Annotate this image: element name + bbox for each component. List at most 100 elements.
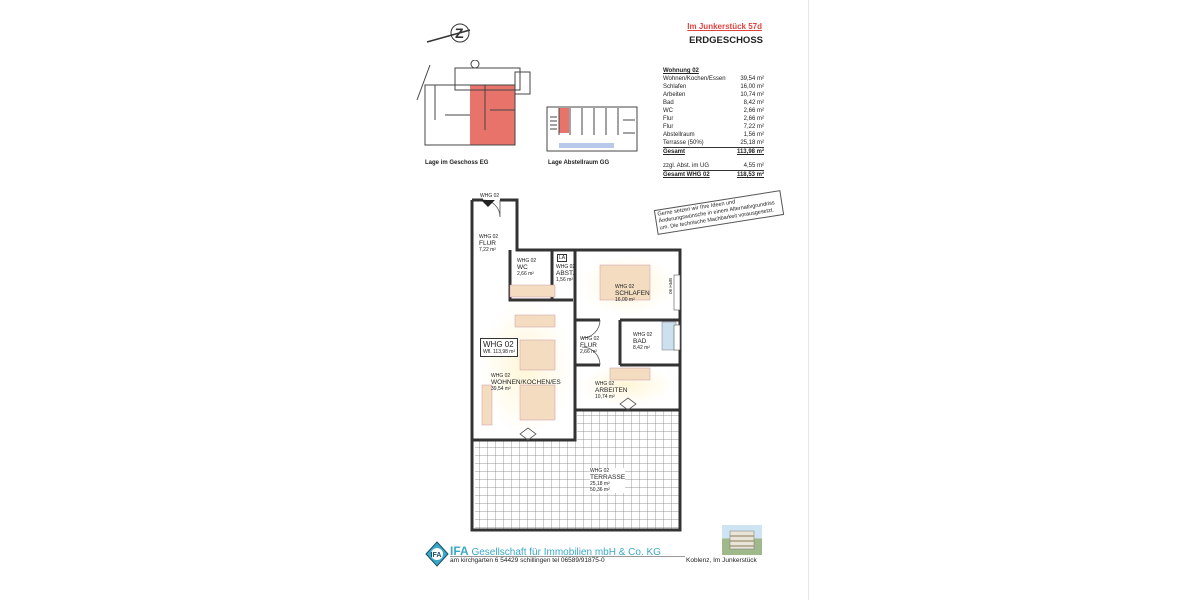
company-address: am kirchgarten 6 54429 schillingen tel 0… (450, 557, 605, 564)
room-area-full: 50,36 m² (590, 487, 610, 493)
window-label: BRH 90 (667, 278, 673, 294)
window (673, 324, 681, 351)
page-edge (808, 0, 809, 600)
svg-text:IFA: IFA (431, 552, 442, 559)
table-row: Flur 2,66 m² (663, 115, 764, 123)
building-photo (722, 525, 762, 555)
caption-ground-floor: Lage im Geschoss EG (425, 160, 489, 166)
room-name: FLUR (580, 342, 597, 349)
room-unit: WHG 02 (580, 336, 600, 342)
room-name: WC (663, 108, 673, 114)
svg-text:Z: Z (455, 25, 464, 41)
room-area: 10,74 m² (595, 394, 615, 400)
project-location: Koblenz, Im Junkerstück (686, 557, 757, 564)
room-name: Abstellraum (663, 132, 695, 138)
company-name: IFA Gesellschaft für Immobilien mbH & Co… (450, 544, 661, 558)
company-short: IFA (450, 544, 469, 558)
caption-storage: Lage Abstellraum GG (548, 160, 610, 166)
total-value: 113,98 m² (733, 147, 764, 156)
company-full: Gesellschaft für Immobilien mbH & Co. KG (471, 547, 661, 558)
extra-label: zzgl. Abst. im UG (663, 163, 710, 169)
room-area: 2,66 m² (743, 108, 764, 114)
room-name: TERRASSE (590, 474, 626, 481)
extra-value: 4,55 m² (743, 163, 764, 169)
room-area: 7,22 m² (479, 247, 496, 253)
room-area: 10,74 m² (740, 92, 764, 98)
room-area: 16,00 m² (740, 84, 764, 90)
room-area: 1,56 m² (743, 132, 764, 138)
room-name: FLUR (479, 240, 496, 247)
room-name: Flur (663, 124, 674, 130)
table-row: Terrasse (50%) 25,18 m² (663, 139, 764, 148)
room-name: Terrasse (50%) (663, 140, 704, 146)
table-row: Bad 8,42 m² (663, 99, 764, 107)
table-row: Flur 7,22 m² (663, 123, 764, 131)
floor-heading: ERDGESCHOSS (689, 35, 763, 46)
room-name: WOHNEN/KOCHEN/ES (491, 379, 561, 386)
room-name: Arbeiten (663, 92, 686, 98)
entrance-label: WHG 02 (480, 193, 500, 199)
table-row: Schlafen 16,00 m² (663, 83, 764, 91)
footer-divider (450, 556, 685, 557)
room-name: SCHLAFEN (615, 290, 650, 297)
window (673, 274, 681, 311)
address-heading: Im Junkerstück 57d (687, 22, 762, 31)
room-name: BAD (633, 338, 647, 345)
la-label: LA (557, 254, 568, 262)
grand-total-value: 118,53 m² (733, 170, 764, 179)
site-plan-ground-floor (416, 60, 531, 146)
room-area: 8,42 m² (743, 100, 764, 106)
room-area: 7,22 m² (743, 124, 764, 130)
unit-title: WHG 02 (483, 340, 514, 349)
table-row: Wohnen/Kochen/Essen 39,54 m² (663, 75, 764, 83)
table-row: Abstellraum 1,56 m² (663, 131, 764, 139)
extra-row: zzgl. Abst. im UG 4,55 m² (663, 162, 764, 171)
room-area: 2,66 m² (743, 116, 764, 122)
north-arrow-icon: Z (426, 23, 471, 43)
room-unit: WHG 02 (491, 373, 511, 379)
room-area: 8,42 m² (633, 345, 650, 351)
room-area: 39,54 m² (491, 386, 511, 392)
room-area: 1,56 m² (556, 277, 573, 283)
room-area: 25,18 m² (590, 481, 610, 487)
unit-area: Wfl. 113,98 m² (483, 349, 516, 355)
room-unit: WHG 02 (633, 332, 653, 338)
room-name: Flur (663, 116, 674, 122)
room-name: WC (517, 264, 528, 271)
room-area: 2,66 m² (517, 271, 534, 277)
room-name: ARBEITEN (595, 387, 628, 394)
total-label: Gesamt (663, 147, 734, 156)
room-area: 16,00 m² (615, 297, 635, 303)
ifa-logo: IFA (425, 541, 449, 567)
room-name: ABST. (556, 270, 575, 277)
room-area: 2,66 m² (580, 349, 597, 355)
room-unit: WHG 02 (590, 468, 610, 474)
area-table: Wohnung 02 Wohnen/Kochen/Essen 39,54 m² S… (663, 67, 764, 179)
room-name: Schlafen (663, 84, 687, 90)
room-unit: WHG 02 (595, 381, 615, 387)
terrace-tiles (475, 440, 680, 530)
area-table-title: Wohnung 02 (663, 68, 699, 74)
room-unit: WHG 02 (615, 284, 635, 290)
site-plan-storage (546, 106, 638, 152)
room-unit: WHG 02 (479, 234, 499, 240)
grand-total-label: Gesamt WHG 02 (663, 170, 734, 179)
room-area: 25,18 m² (740, 140, 764, 146)
room-name: Wohnen/Kochen/Essen (663, 76, 726, 82)
room-name: Bad (663, 100, 674, 106)
entrance-marker-icon (481, 200, 495, 207)
table-row: WC 2,66 m² (663, 107, 764, 115)
room-area: 39,54 m² (740, 76, 764, 82)
table-row: Arbeiten 10,74 m² (663, 91, 764, 99)
